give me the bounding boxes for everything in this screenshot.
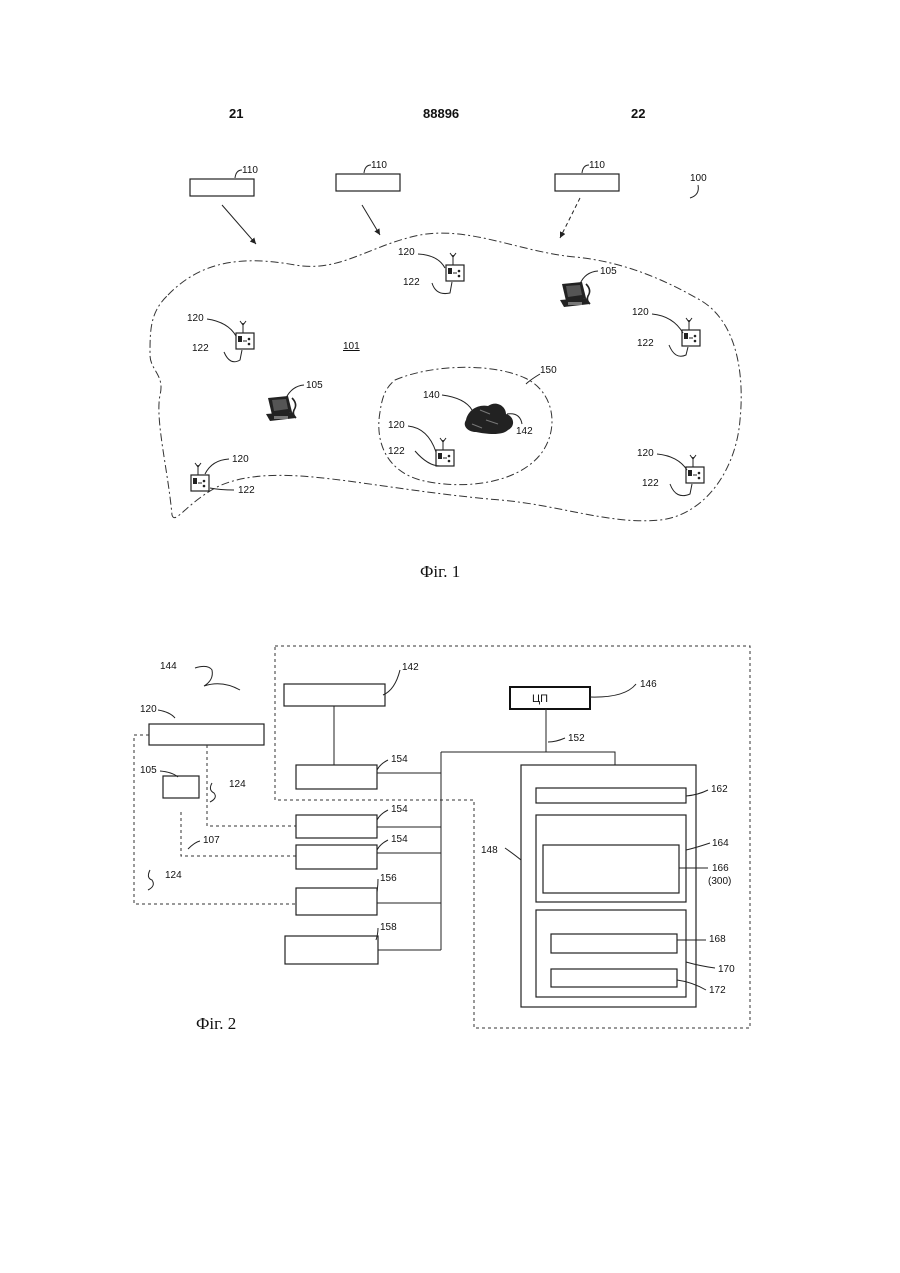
box-142	[284, 684, 385, 706]
label-154-b: 154	[391, 804, 408, 815]
label-168: 168	[709, 934, 726, 945]
box-164	[536, 815, 686, 902]
label-164: 164	[712, 838, 729, 849]
label-172: 172	[709, 985, 726, 996]
cpu-box-146	[510, 687, 590, 709]
label-120: 120	[140, 704, 157, 715]
label-120-inner: 120	[388, 420, 405, 431]
label-162: 162	[711, 784, 728, 795]
label-142-fig1: 142	[516, 426, 533, 437]
box-110-right	[555, 174, 619, 191]
box-105	[163, 776, 199, 798]
box-120	[149, 724, 264, 745]
computer-105-left	[266, 396, 296, 421]
controller-140-icon	[465, 404, 513, 434]
box-172	[551, 969, 677, 987]
label-166-300: (300)	[708, 876, 731, 887]
label-101: 101	[343, 341, 360, 352]
label-158: 158	[380, 922, 397, 933]
label-105-right: 105	[600, 266, 617, 277]
label-122-right-top: 122	[637, 338, 654, 349]
label-120-bottom-left: 120	[232, 454, 249, 465]
label-105-left: 105	[306, 380, 323, 391]
sensor-node-right-bottom	[686, 455, 704, 483]
label-122-bottom-left: 122	[238, 485, 255, 496]
box-170	[536, 910, 686, 997]
figure-2-caption: Фіг. 2	[196, 1014, 236, 1034]
label-124-a: 124	[229, 779, 246, 790]
label-100: 100	[690, 173, 707, 184]
sensor-node-top	[446, 253, 464, 281]
arrow-center	[362, 205, 380, 235]
label-154-c: 154	[391, 834, 408, 845]
label-120-top: 120	[398, 247, 415, 258]
label-146: 146	[640, 679, 657, 690]
label-110-a: 110	[242, 165, 258, 176]
box-154-b	[296, 815, 377, 838]
label-140: 140	[423, 390, 440, 401]
label-107: 107	[203, 835, 220, 846]
box-148	[521, 765, 696, 1007]
arrow-left	[222, 205, 256, 244]
figure-1-caption: Фіг. 1	[420, 562, 460, 582]
enclosure-dashed	[275, 646, 750, 1028]
label-122-left: 122	[192, 343, 209, 354]
box-156	[296, 888, 377, 915]
computer-105-right	[560, 282, 590, 307]
sensor-node-right-top	[682, 318, 700, 346]
label-166: 166	[712, 863, 729, 874]
label-120-right-bottom: 120	[637, 448, 654, 459]
cpu-label: ЦП	[532, 693, 548, 705]
figure-1-diagram: 110 110 110 100 101 120 122 120 122 120 …	[0, 0, 900, 600]
label-120-left: 120	[187, 313, 204, 324]
label-170: 170	[718, 964, 735, 975]
label-120-right-top: 120	[632, 307, 649, 318]
label-148: 148	[481, 845, 498, 856]
sensor-node-inner	[436, 438, 454, 466]
label-156: 156	[380, 873, 397, 884]
box-168	[551, 934, 677, 953]
box-154-c	[296, 845, 377, 869]
label-142: 142	[402, 662, 419, 673]
label-110-b: 110	[371, 160, 387, 171]
label-105: 105	[140, 765, 157, 776]
sensor-node-left	[236, 321, 254, 349]
label-110-c: 110	[589, 160, 605, 171]
sensor-node-bottom-left	[191, 463, 209, 491]
label-122-inner: 122	[388, 446, 405, 457]
arrow-right	[560, 198, 580, 238]
label-150: 150	[540, 365, 557, 376]
box-154-a	[296, 765, 377, 789]
label-124-b: 124	[165, 870, 182, 881]
label-122-right-bottom: 122	[642, 478, 659, 489]
box-110-center	[336, 174, 400, 191]
label-122-top: 122	[403, 277, 420, 288]
label-144: 144	[160, 661, 177, 672]
label-152: 152	[568, 733, 585, 744]
box-158	[285, 936, 378, 964]
label-154-a: 154	[391, 754, 408, 765]
box-110-left	[190, 179, 254, 196]
box-162	[536, 788, 686, 803]
box-166	[543, 845, 679, 893]
